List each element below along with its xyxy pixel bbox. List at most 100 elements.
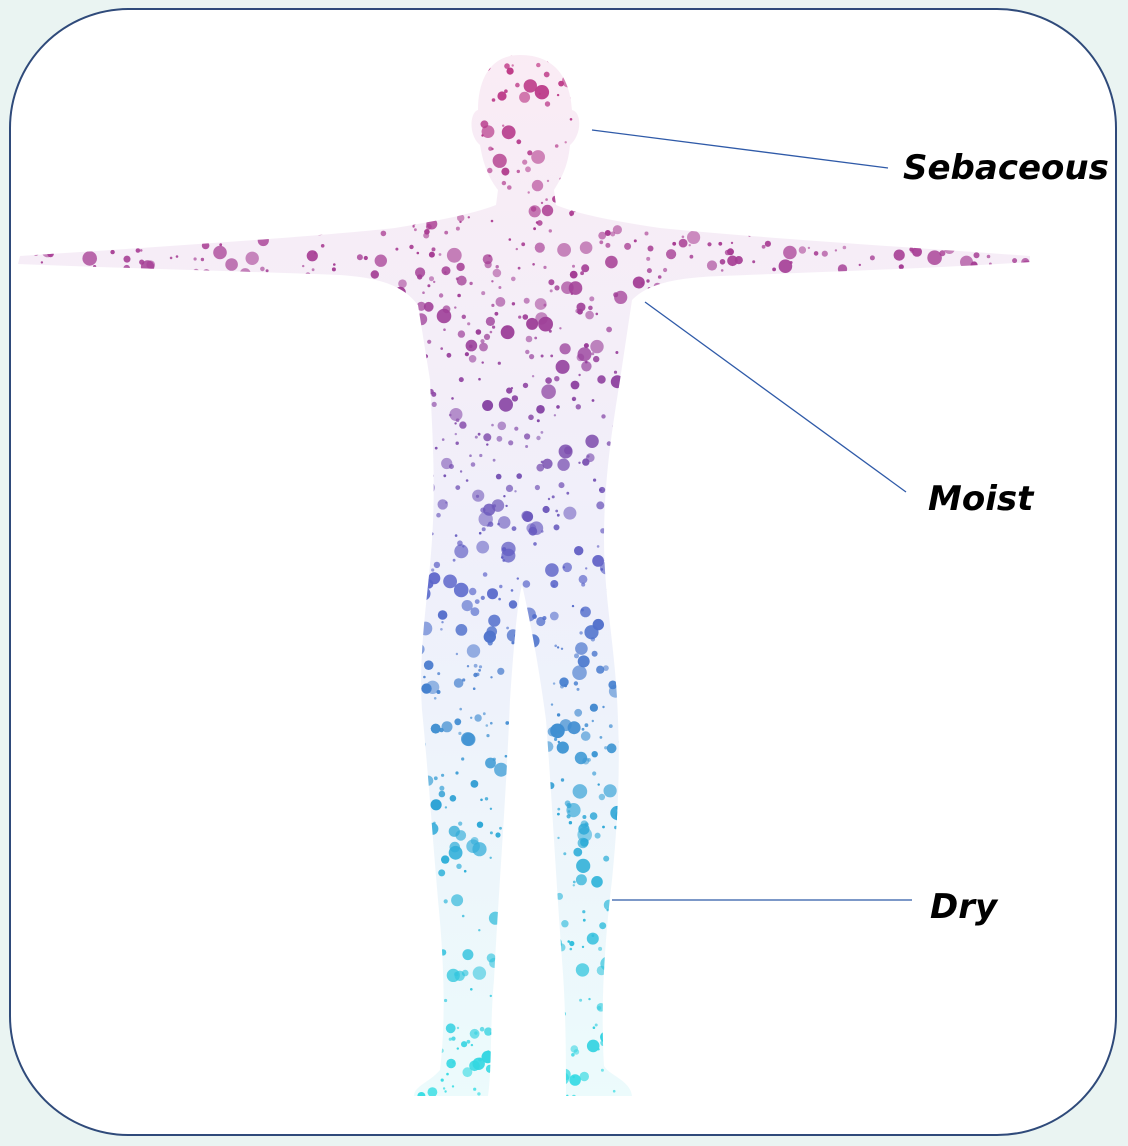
body-dot — [310, 665, 317, 672]
body-dot — [956, 670, 962, 676]
body-dot — [993, 1055, 1007, 1069]
body-dot — [113, 373, 125, 385]
body-dot — [243, 76, 249, 82]
body-dot — [32, 586, 35, 589]
body-dot — [334, 92, 337, 95]
body-dot — [136, 248, 141, 253]
body-dot — [911, 693, 919, 701]
body-dot — [376, 516, 387, 527]
body-dot — [417, 880, 420, 883]
body-dot — [528, 191, 530, 193]
body-dot — [475, 154, 478, 157]
body-dot — [337, 1108, 339, 1110]
body-dot — [610, 232, 615, 237]
body-dot — [768, 962, 782, 976]
body-dot — [395, 149, 402, 156]
body-dot — [56, 220, 70, 234]
body-dot — [431, 799, 442, 810]
body-dot — [555, 510, 558, 513]
body-dot — [305, 186, 312, 193]
body-dot — [39, 825, 45, 831]
body-dot — [410, 819, 412, 821]
body-dot — [414, 684, 416, 686]
body-dot — [292, 1071, 300, 1079]
body-dot — [252, 158, 257, 163]
body-dot — [16, 293, 23, 300]
body-dot — [561, 648, 563, 650]
body-dot — [832, 555, 838, 561]
body-dot — [134, 761, 137, 764]
body-dot — [60, 87, 63, 90]
body-dot — [966, 778, 972, 784]
body-dot — [226, 60, 232, 66]
body-dot — [302, 287, 304, 289]
body-dot — [866, 78, 872, 84]
body-dot — [428, 389, 433, 394]
body-dot — [635, 459, 638, 462]
body-dot — [308, 1089, 313, 1094]
body-dot — [901, 976, 904, 979]
body-dot — [94, 434, 98, 438]
body-dot — [523, 868, 531, 876]
body-dot — [519, 644, 528, 653]
body-dot — [549, 229, 552, 232]
body-dot — [260, 846, 269, 855]
body-dot — [360, 1061, 372, 1073]
body-dot — [507, 629, 519, 641]
body-dot — [30, 160, 37, 167]
body-dot — [753, 216, 764, 227]
body-dot — [591, 177, 596, 182]
body-dot — [138, 1080, 145, 1087]
body-dot — [67, 615, 80, 628]
body-dot — [203, 1020, 205, 1022]
body-dot — [217, 813, 231, 827]
body-dot — [392, 1043, 406, 1057]
body-dot — [624, 631, 626, 633]
body-dot — [720, 444, 722, 446]
body-dot — [863, 131, 869, 137]
body-dot — [634, 997, 636, 999]
body-dot — [805, 441, 812, 448]
body-dot — [400, 93, 412, 105]
body-dot — [439, 1049, 443, 1053]
body-dot — [884, 573, 887, 576]
body-dot — [590, 340, 603, 353]
body-dot — [766, 871, 776, 881]
body-dot — [133, 831, 141, 839]
body-dot — [865, 202, 868, 205]
body-dot — [748, 234, 751, 237]
body-dot — [580, 607, 591, 618]
body-dot — [179, 1072, 189, 1082]
body-dot — [632, 544, 646, 558]
body-dot — [203, 165, 206, 168]
body-dot — [622, 172, 636, 186]
body-dot — [828, 651, 835, 658]
body-dot — [864, 508, 867, 511]
body-dot — [642, 762, 644, 764]
body-dot — [443, 328, 446, 331]
body-dot — [599, 794, 605, 800]
body-dot — [880, 837, 885, 842]
body-dot — [223, 960, 229, 966]
body-dot — [344, 902, 346, 904]
body-dot — [987, 298, 994, 305]
body-dot — [644, 1043, 646, 1045]
body-dot — [521, 242, 525, 246]
body-dot — [860, 772, 874, 786]
body-dot — [861, 833, 863, 835]
body-dot — [625, 416, 636, 427]
body-dot — [831, 556, 834, 559]
body-dot — [914, 88, 917, 91]
body-dot — [147, 790, 156, 799]
body-dot — [873, 825, 875, 827]
body-dot — [19, 1080, 22, 1083]
body-dot — [38, 1072, 49, 1083]
body-dot — [696, 1033, 700, 1037]
body-dot — [1006, 887, 1020, 901]
body-dot — [339, 90, 342, 93]
body-dot — [104, 157, 112, 165]
body-dot — [42, 472, 46, 476]
body-dot — [959, 691, 964, 696]
body-dot — [547, 888, 553, 894]
body-dot — [413, 703, 416, 706]
